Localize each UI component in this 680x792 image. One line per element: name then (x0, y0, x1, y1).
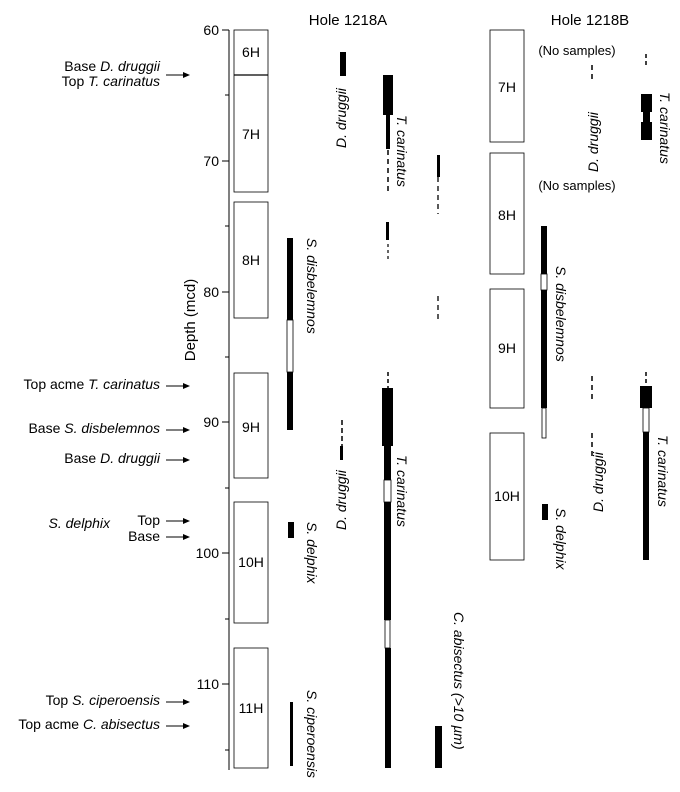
range-bar (643, 112, 650, 122)
range-bar (540, 273, 548, 291)
range-bar (384, 446, 391, 480)
hole-1218b-header: Hole 1218B (551, 12, 629, 29)
event-label: Base (128, 528, 160, 544)
core-box (233, 501, 269, 624)
taxon-label: D. druggii (590, 451, 606, 512)
event-labels: Base D. druggii Top T. carinatus Top acm… (18, 58, 190, 732)
core-label: 9H (242, 419, 260, 435)
axis-label: Depth (mcd) (182, 279, 199, 362)
event-label: Top acme T. carinatus (24, 376, 160, 392)
taxon-label: T. carinatus (655, 435, 671, 507)
core-label: 6H (242, 44, 260, 60)
no-samples-note: (No samples) (538, 178, 615, 193)
hole-1218a-header: Hole 1218A (309, 12, 387, 29)
core-box (489, 152, 525, 275)
tick-label: 70 (203, 153, 219, 169)
taxon-label: S. ciperoensis (304, 690, 320, 778)
taxon-label: D. druggii (333, 87, 349, 148)
range-bar (541, 290, 547, 408)
core-box (489, 432, 525, 561)
range-bar (287, 238, 293, 320)
range-bar (384, 502, 391, 620)
range-bar (286, 319, 294, 373)
event-label: Top (137, 512, 160, 528)
no-samples-note: (No samples) (538, 43, 615, 58)
core-box (489, 29, 525, 143)
range-bar (641, 94, 652, 112)
taxon-label: S. delphix (553, 508, 569, 570)
range-bar (340, 446, 343, 460)
range-bar (340, 52, 346, 76)
delphix-group-label: S. delphix (49, 515, 111, 531)
range-bar (383, 75, 393, 115)
depth-axis: 60 70 80 90 100 110 Depth (mcd) (182, 22, 230, 770)
hole-1218a-ranges (286, 52, 442, 768)
range-bar (542, 504, 548, 520)
range-bar (382, 388, 393, 446)
hole-1218b-cores (489, 29, 525, 561)
range-bar (288, 522, 294, 538)
core-box (233, 29, 269, 193)
tick-label: 100 (196, 545, 220, 561)
range-bar (541, 226, 547, 274)
core-label: 9H (498, 340, 516, 356)
event-label: Top T. carinatus (62, 73, 160, 89)
taxon-label: S. disbelemnos (553, 266, 569, 362)
taxon-label: S. disbelemnos (304, 238, 320, 334)
range-bar (642, 407, 650, 433)
range-bar (643, 432, 649, 560)
core-label: 10H (494, 488, 520, 504)
range-bar (640, 386, 652, 408)
range-bar (385, 648, 391, 768)
event-label: Base S. disbelemnos (28, 420, 160, 436)
range-bar (641, 122, 652, 140)
hole-1218a-taxa: S. disbelemnos S. delphix S. ciperoensis… (304, 87, 467, 778)
core-label: 7H (242, 126, 260, 142)
taxon-label: C. abisectus (>10 µm) (451, 612, 467, 750)
core-label: 10H (238, 554, 264, 570)
event-label: Top S. ciperoensis (46, 692, 160, 708)
event-label: Base D. druggii (64, 58, 161, 74)
taxon-label: D. druggii (333, 469, 349, 530)
tick-label: 90 (203, 414, 219, 430)
taxon-label: S. delphix (304, 522, 320, 584)
range-bar (290, 702, 293, 766)
core-label: 11H (239, 700, 264, 716)
event-label: Top acme C. abisectus (18, 716, 160, 732)
core-label: 8H (498, 207, 516, 223)
taxon-label: T. carinatus (394, 455, 410, 527)
core-box (489, 288, 525, 409)
range-bar (386, 222, 389, 240)
range-bar (437, 155, 440, 177)
range-bar (287, 372, 293, 430)
range-bar (541, 407, 547, 439)
taxon-label: T. carinatus (657, 92, 673, 164)
core-label: 8H (242, 252, 260, 268)
core-box (233, 372, 269, 479)
core-label: 7H (498, 79, 516, 95)
range-bar (435, 726, 442, 768)
core-box (233, 647, 269, 769)
range-bar (383, 479, 392, 503)
tick-label: 80 (203, 284, 219, 300)
tick-label: 60 (203, 22, 219, 38)
hole-1218a-cores (233, 29, 269, 769)
taxon-label: T. carinatus (394, 115, 410, 187)
taxon-label: D. druggii (585, 111, 601, 172)
event-label: Base D. druggii (64, 450, 161, 466)
hole-1218b-taxa: S. disbelemnos S. delphix D. druggii D. … (553, 92, 673, 570)
tick-label: 110 (197, 676, 220, 692)
hole-1218b-ranges (540, 54, 652, 560)
range-bar (386, 115, 390, 149)
range-bar (384, 619, 391, 649)
core-box (233, 201, 269, 319)
